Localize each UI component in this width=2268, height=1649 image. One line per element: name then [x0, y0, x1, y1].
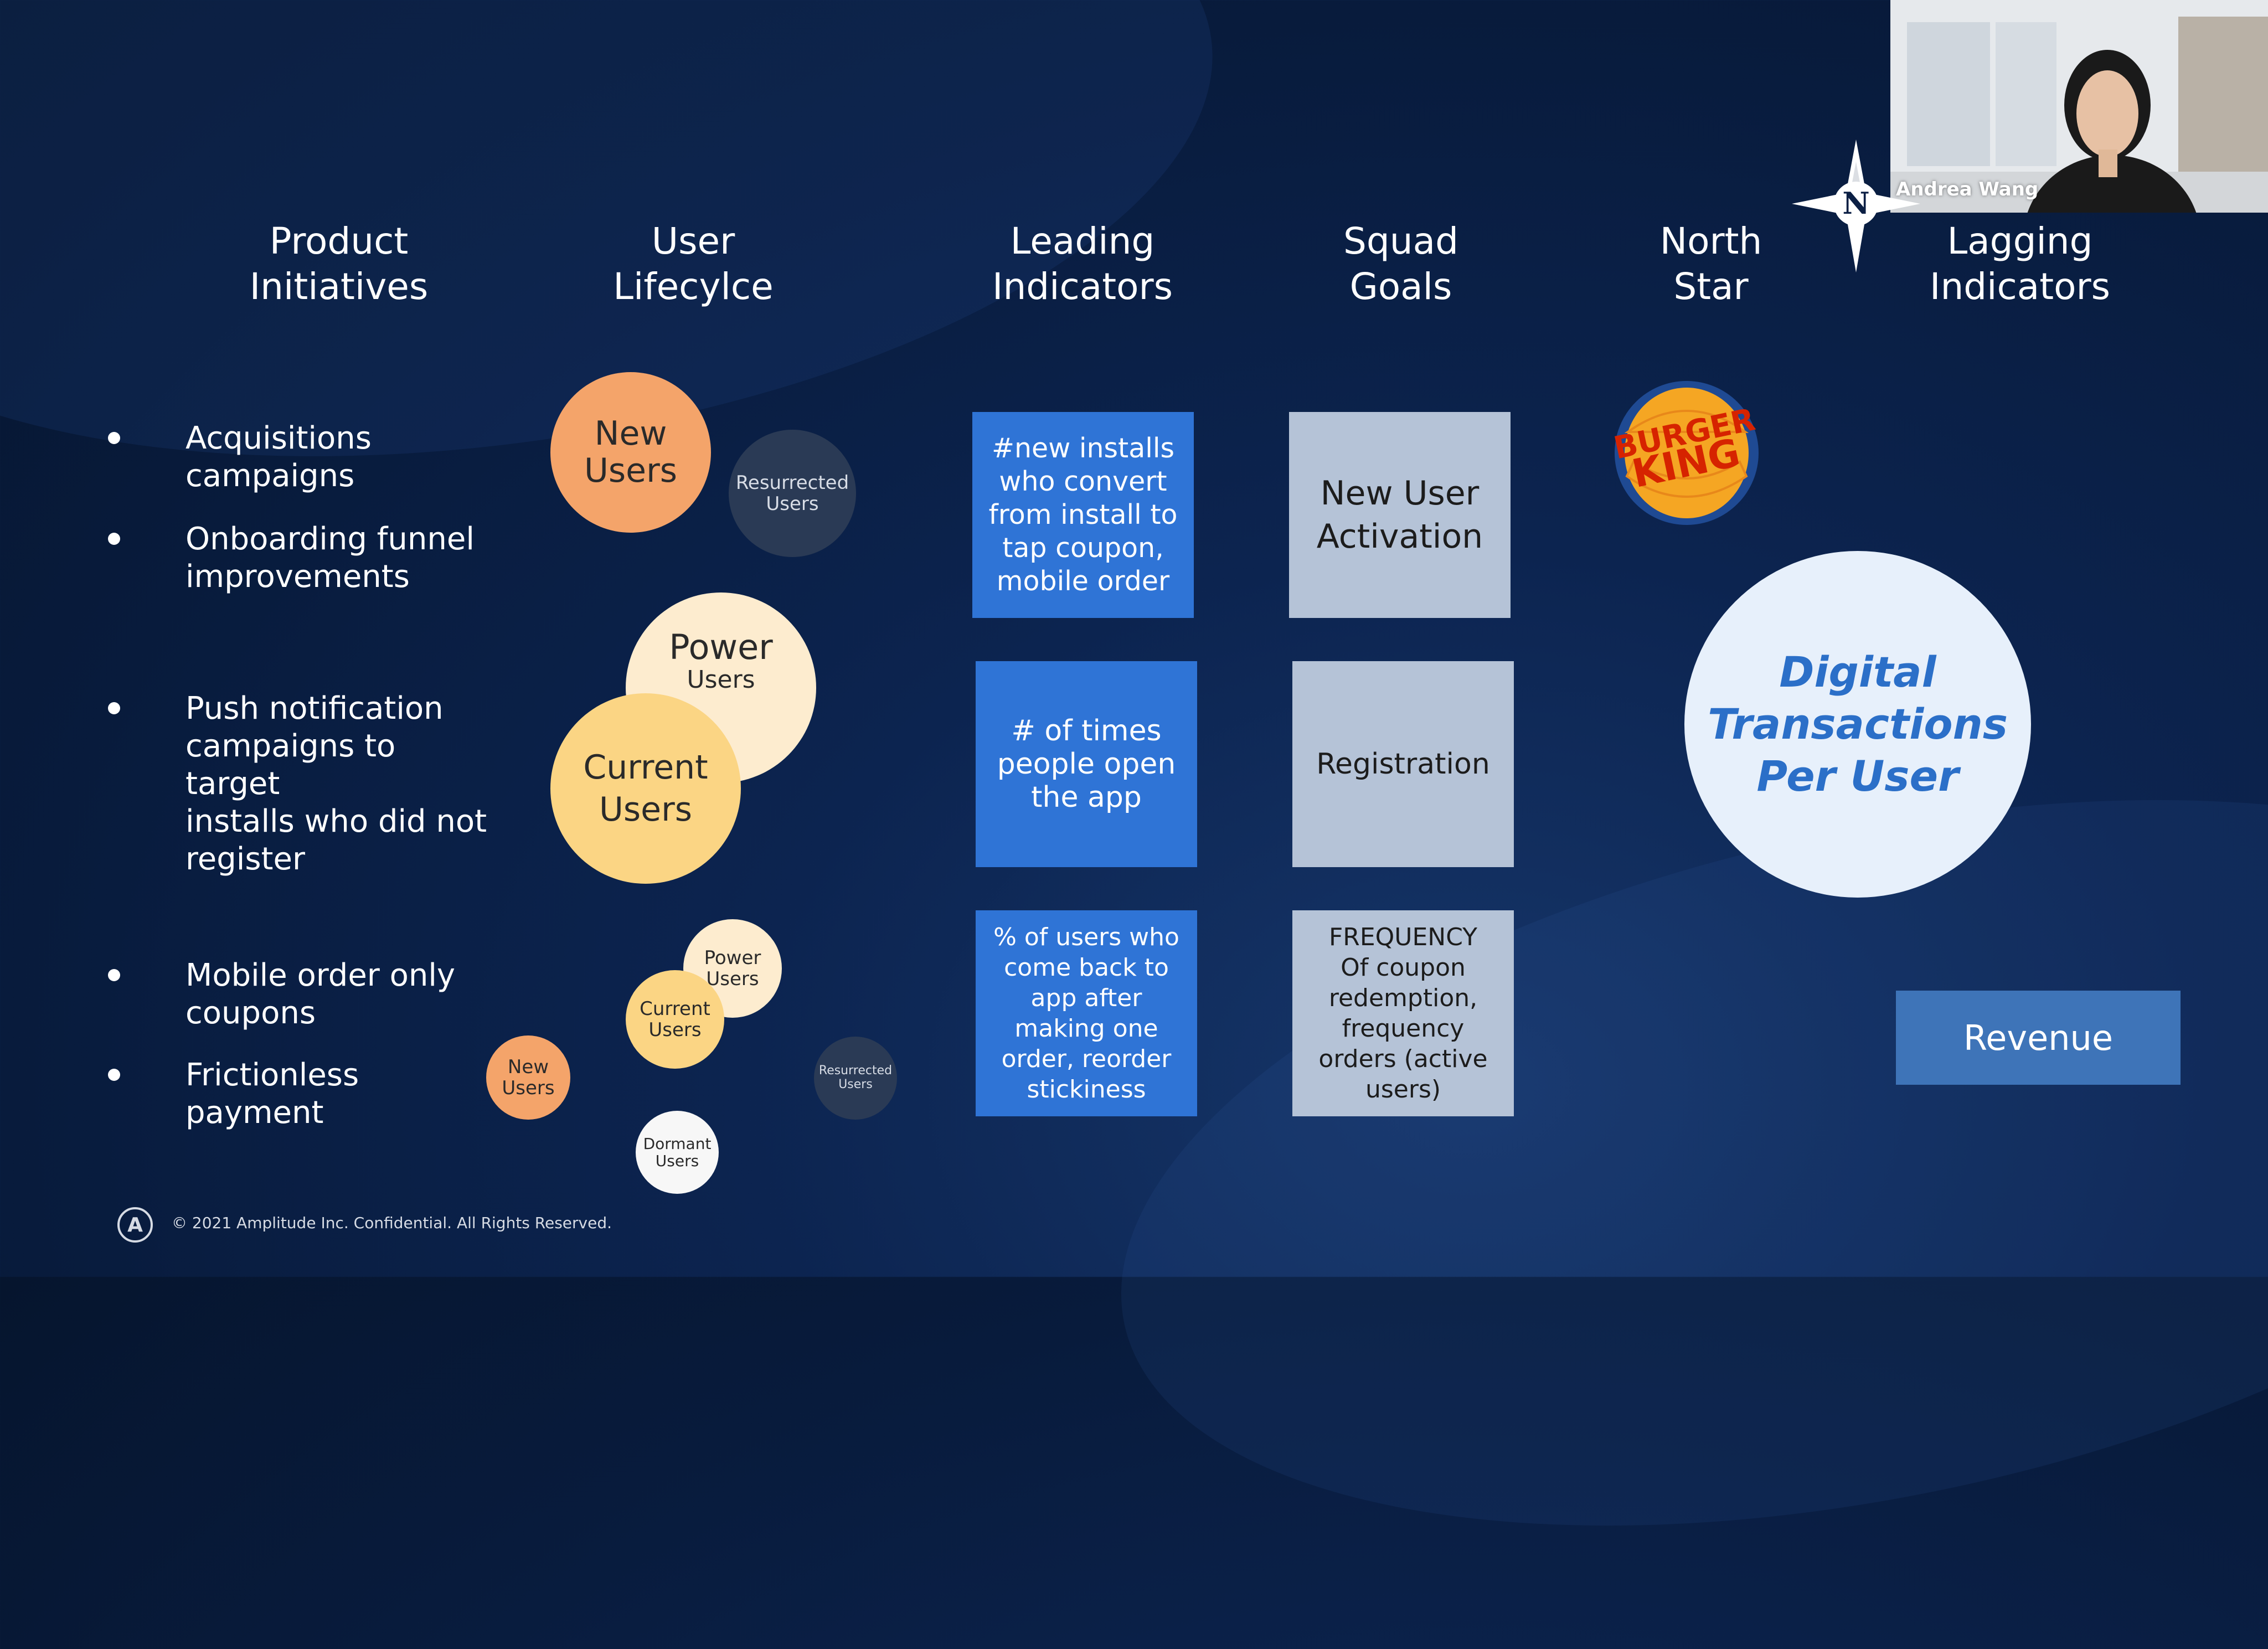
- revenue-label: Revenue: [1963, 1017, 2113, 1058]
- squad-goal-box: Registration: [1292, 661, 1514, 867]
- speaker-name-label: Andrea Wang: [1896, 178, 2039, 200]
- background-wave: [1055, 677, 2268, 1649]
- bullet-icon: [108, 969, 120, 981]
- bullet-icon: [108, 1069, 120, 1081]
- bullet-icon: [108, 432, 120, 444]
- compass-icon: N: [1792, 140, 1920, 272]
- revenue-box: Revenue: [1896, 991, 2181, 1085]
- speaker-video-frame: [1890, 0, 2268, 213]
- bullet-icon: [108, 533, 120, 545]
- bullet-icon: [108, 702, 120, 714]
- video-feed[interactable]: [1890, 0, 2268, 213]
- compass-letter: N: [1842, 185, 1869, 221]
- footer-copyright: © 2021 Amplitude Inc. Confidential. All …: [172, 1214, 612, 1232]
- burger-king-logo: BURGER KING: [1612, 381, 1759, 525]
- amplitude-logo: A: [117, 1207, 153, 1243]
